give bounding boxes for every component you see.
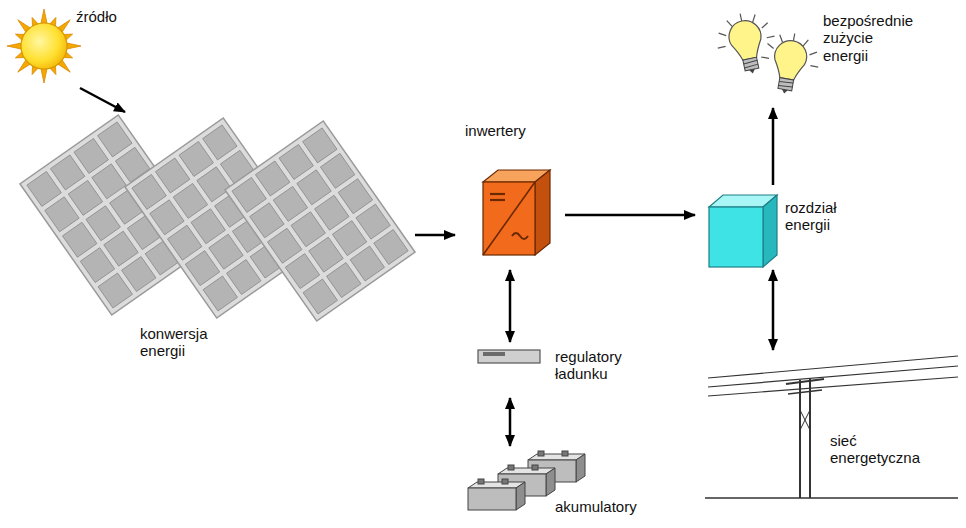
- power-grid: sieć energetyczna: [700, 350, 962, 502]
- charge-controller: regulatory ładunku: [475, 342, 655, 398]
- energy-conversion: konwersja energii: [15, 112, 415, 374]
- inverter-box: [483, 170, 550, 255]
- sun-ray: [7, 43, 21, 49]
- sun-disc: [21, 23, 67, 69]
- sun-ray: [41, 69, 47, 83]
- node-label: regulatory ładunku: [555, 348, 622, 383]
- sun-ray: [41, 9, 47, 23]
- node-label: konwersja energii: [140, 325, 208, 360]
- energy-conversion-picture: [15, 112, 415, 374]
- flow-arrow: [772, 270, 775, 350]
- node-label: inwertery: [465, 122, 526, 139]
- node-label: bezpośrednie zużycie energii: [823, 12, 913, 64]
- flow-arrow: [565, 214, 695, 217]
- sun-ray: [67, 43, 81, 49]
- inverter: inwertery: [455, 120, 565, 270]
- flow-arrow: [415, 234, 455, 237]
- battery: [468, 479, 525, 510]
- node-label: sieć energetyczna: [830, 432, 920, 467]
- flow-arrow: [772, 108, 775, 185]
- power-grid-picture: [700, 350, 962, 502]
- distribution-box: [709, 195, 777, 267]
- direct-consumption: bezpośrednie zużycie energii: [705, 4, 920, 108]
- energy-distribution: rozdział energii: [695, 185, 860, 270]
- light-bulb: [712, 8, 781, 80]
- flow-arrow: [80, 88, 125, 112]
- solar-panel: [225, 121, 415, 321]
- inverter-picture: [455, 120, 565, 270]
- charge-controller: [478, 350, 540, 363]
- flow-arrow: [509, 270, 512, 342]
- power-line: [705, 356, 958, 498]
- energy-source: źródło: [4, 4, 144, 88]
- energy-source-picture: [4, 4, 144, 88]
- energy-distribution-picture: [695, 185, 860, 270]
- light-bulb: [756, 28, 824, 98]
- node-label: akumulatory: [555, 498, 637, 515]
- node-label: rozdział energii: [785, 199, 837, 234]
- node-label: źródło: [76, 8, 117, 25]
- flow-arrow: [509, 398, 512, 446]
- battery-bank: akumulatory: [460, 446, 655, 526]
